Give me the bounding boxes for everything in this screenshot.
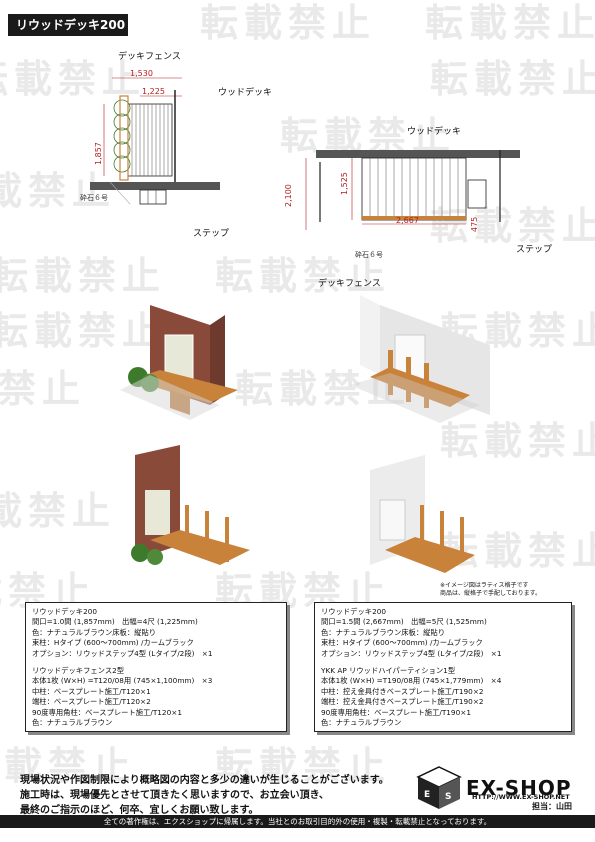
spec-line: 中柱：ベースプレート施工/T120×1 [32,686,151,696]
watermark: 転載禁止 [0,744,137,788]
label-wood-deck: ウッドデッキ [218,88,273,98]
brand-logo: EX-SHOP [466,776,572,800]
spec-line: 90度専用角柱：ベースプレート施工/T120×1 [32,707,182,717]
spec-line: オプション：リウッドステップ4型 (Lタイプ/2段) ×1 [32,648,213,658]
label-step: ステップ [193,229,230,239]
spec-fence-title: YKK AP リウッドハイパーティション1型 [321,666,456,676]
plan-drawing-right [305,150,520,230]
dim-depth: 1,857 [94,142,103,165]
person-in-charge: 担当：山田 [532,802,572,811]
dim-height-right: 2,100 [284,184,293,207]
spec-box-right: リウッドデッキ200 間口=1.5間 (2,667mm) 出幅=5尺 (1,52… [314,602,572,732]
spec-line: 本体1枚 (W×H) =T120/08用 (745×1,100mm) ×3 [32,676,213,686]
spec-line: 色：ナチュラルブラウン [321,718,402,728]
watermark: 転載禁止 [0,169,117,213]
dim-width-right: 2,667 [396,216,419,225]
plan-drawing-left [90,77,220,205]
label-gravel: 砕石６号 [80,194,108,202]
spec-line: 束柱：Hタイプ (600〜700mm) /カームブラック [321,638,483,648]
image-note-line-2: 商品は、縦格子で手配しております。 [440,590,542,597]
label-wood-deck-right: ウッドデッキ [407,127,462,137]
spec-line: オプション：リウッドステップ4型 (Lタイプ/2段) ×1 [321,648,502,658]
cube-logo-icon: E S [416,766,462,809]
watermark: 転載禁止 [440,419,595,463]
watermark: 転載禁止 [0,489,117,533]
note-line-1: 現場状況や作図制限により概略図の内容と多少の違いが生じることがございます。 [20,775,389,786]
render-deck-brick-front [120,305,238,420]
render-deck-white-front [350,295,490,423]
image-note-line-1: ※イメージ図はラティス格子です [440,582,529,589]
label-deck-fence: デッキフェンス [118,52,181,62]
spec-title: リウッドデッキ200 [32,607,98,616]
watermark: 転載禁止 [0,367,87,411]
image-note: ※イメージ図はラティス格子です 商品は、縦格子で手配しております。 [440,582,541,598]
label-step-right: ステップ [516,245,553,255]
svg-text:E: E [424,790,430,800]
watermark: 転載禁止 [0,57,147,101]
note-line-2: 施工時は、現場優先とさせて頂きたく思いますので、お立会い頂き、 [20,790,329,801]
label-gravel-right: 砕石６号 [355,251,383,259]
spec-line: 本体1枚 (W×H) =T190/08用 (745×1,779mm) ×4 [321,676,502,686]
label-deck-fence-right: デッキフェンス [318,279,381,289]
dim-total-width: 1,530 [130,69,153,78]
spec-box-left: リウッドデッキ200 間口=1.0間 (1,857mm) 出幅=4尺 (1,22… [25,602,287,732]
spec-line: 色：ナチュラルブラウン床板：縦貼り [321,627,446,637]
spec-title: リウッドデッキ200 [321,607,387,616]
watermark: 転載禁止 [440,529,595,573]
dim-depth-right: 1,525 [340,172,349,195]
dim-deck-width: 1,225 [142,87,165,96]
watermark: 転載禁止 [425,1,595,45]
watermark: 転載禁止 [430,57,595,101]
disclaimer-note: 現場状況や作図制限により概略図の内容と多少の違いが生じることがございます。 施工… [20,773,389,818]
spec-line: 色：ナチュラルブラウン [32,718,113,728]
spec-line: 90度専用角柱：ベースプレート施工/T190×1 [321,707,471,717]
watermark: 転載禁止 [215,744,392,788]
page-title: リウッドデッキ200 [8,14,128,36]
spec-fence-title: リウッドデッキフェンス2型 [32,666,125,676]
copyright-footer: 全ての著作権は、エクスショップに帰属します。当社とのお取引目的外の使用・複製・転… [0,815,595,828]
watermark: 転載禁止 [0,309,167,353]
spec-line: 束柱：Hタイプ (600〜700mm) /カームブラック [32,638,194,648]
watermark: 転載禁止 [200,1,377,45]
watermark: 転載禁止 [430,204,595,248]
spec-line: 中柱：控え金具付きベースプレート施工/T190×2 [321,686,484,696]
spec-line: 色：ナチュラルブラウン床板：縦貼り [32,627,157,637]
spec-line: 端柱：ベースプレート施工/T120×2 [32,697,151,707]
watermark: 転載禁止 [215,254,392,298]
svg-text:S: S [445,792,451,802]
watermark: 転載禁止 [0,254,167,298]
render-deck-brick-side [131,445,250,565]
note-line-3: 最終のご指示のほど、何卒、宜しくお願い致します。 [20,805,259,816]
render-deck-white-side [370,455,475,573]
spec-line: 間口=1.5間 (2,667mm) 出幅=5尺 (1,525mm) [321,617,487,627]
spec-line: 間口=1.0間 (1,857mm) 出幅=4尺 (1,225mm) [32,617,198,627]
brand-url[interactable]: HTTP://WWW.EX-SHOP.NET [472,793,570,801]
spec-line: 端柱：控え金具付きベースプレート施工/T190×2 [321,697,484,707]
dim-step-right: 475 [470,216,479,232]
